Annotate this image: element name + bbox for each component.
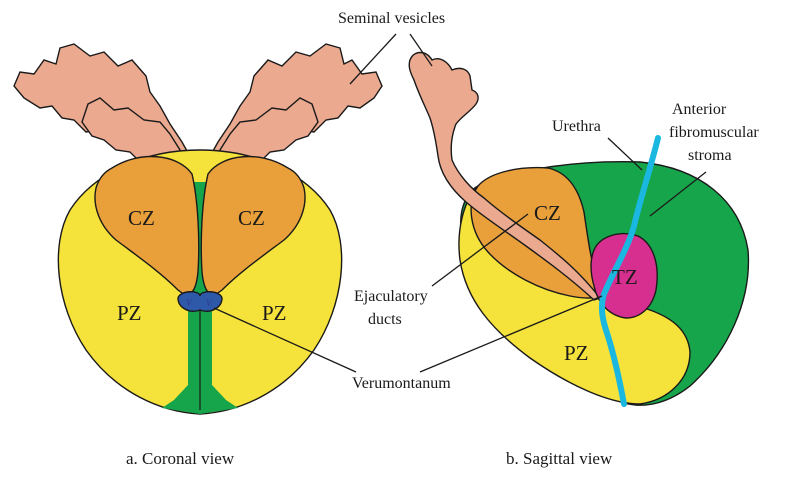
callout-ejac-line2: ducts [368, 311, 402, 328]
leader-ejaculatory-ducts [431, 213, 529, 287]
leader-urethra [607, 137, 643, 171]
sagittal-tz-label: TZ [612, 265, 638, 289]
leader-seminal-vesicles-left [349, 33, 397, 85]
callout-afs-line3: stroma [688, 147, 732, 164]
coronal-pz-right-label: PZ [262, 301, 287, 325]
callout-urethra: Urethra [552, 118, 601, 135]
coronal-cz-right-label: CZ [238, 206, 265, 230]
callout-afs-line2: fibromuscular [669, 124, 759, 141]
callout-verumontanum: Verumontanum [352, 375, 451, 392]
coronal-central-zone-left [94, 155, 200, 295]
sagittal-cz-label: CZ [534, 201, 561, 225]
sagittal-caption: b. Sagittal view [506, 449, 613, 468]
leader-afs [649, 171, 707, 217]
coronal-pz-left-label: PZ [117, 301, 142, 325]
sagittal-pz-label: PZ [564, 341, 589, 365]
coronal-verumontanum [177, 291, 223, 312]
coronal-caption: a. Coronal view [126, 449, 235, 468]
v-label-left: V [186, 298, 193, 308]
sagittal-transition-zone [590, 232, 658, 319]
callouts: Seminal vesicles Urethra Anterior fibrom… [213, 10, 759, 392]
sagittal-urethra [598, 135, 661, 407]
v-label-right: V [206, 298, 213, 308]
callout-afs-line1: Anterior [672, 101, 727, 118]
coronal-cz-left-label: CZ [128, 206, 155, 230]
coronal-central-zone-right [200, 155, 306, 295]
sagittal-seminal-vesicle [408, 51, 602, 301]
sagittal-view: CZ TZ PZ b. Sagittal view [408, 51, 750, 468]
callout-ejac-line1: Ejaculatory [354, 288, 428, 305]
callout-seminal-vesicles: Seminal vesicles [338, 10, 445, 27]
leader-verumontanum-right [419, 295, 603, 373]
leader-verumontanum-left [213, 307, 357, 373]
leader-seminal-vesicles-right [409, 33, 433, 67]
coronal-view: V V CZ CZ PZ PZ a. Coronal view [13, 43, 383, 468]
